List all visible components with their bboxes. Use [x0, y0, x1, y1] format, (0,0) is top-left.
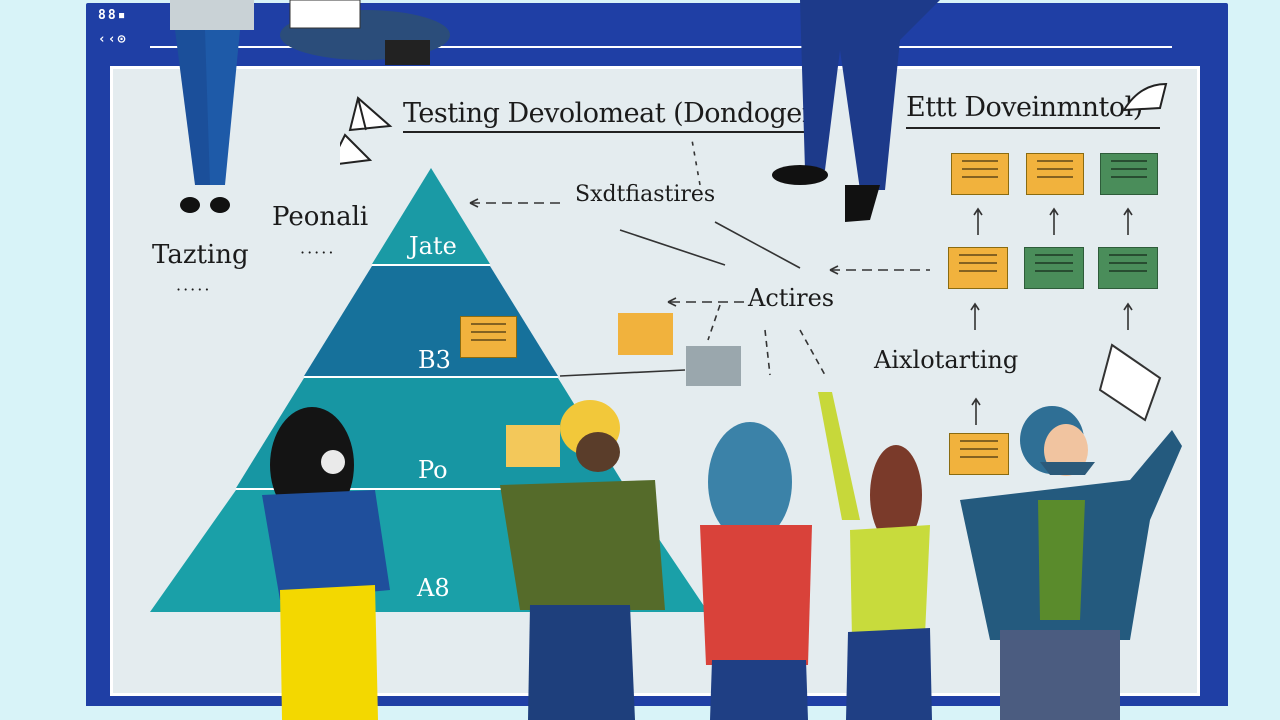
peonali-label: Peonali — [272, 202, 369, 232]
kanban-card[interactable] — [951, 153, 1009, 195]
sticky-note[interactable] — [506, 425, 560, 467]
sticky-note[interactable] — [460, 316, 517, 358]
title-bar-divider — [150, 46, 1172, 48]
left-board-title: Testing Devolomeat (Dondogert — [403, 98, 825, 133]
sitting-person-left — [170, 0, 254, 213]
kanban-card[interactable] — [948, 247, 1008, 289]
person-woman-red-shirt — [700, 422, 812, 720]
kanban-card[interactable] — [949, 433, 1009, 475]
person-illustrations — [170, 0, 1182, 720]
testing-label: Tazting — [152, 240, 249, 270]
peonali-dots: ····· — [300, 243, 336, 262]
person-man-glasses — [960, 343, 1182, 720]
kanban-arrows — [970, 207, 1133, 425]
pyramid-tier-4-label: A8 — [417, 574, 450, 602]
person-woman-pointing — [818, 392, 932, 720]
sitting-person-right — [772, 0, 940, 222]
pyramid-tier-1-label: Jate — [409, 232, 457, 260]
pyramid-tier-2-label: B3 — [418, 346, 451, 374]
pyramid-tier-3-label: Po — [418, 456, 448, 484]
person-woman-headphones — [262, 407, 390, 720]
paper-plane-icon — [1122, 82, 1168, 112]
menu-grid-icon[interactable]: 88▪ — [98, 8, 128, 23]
activities-label: Sxdtfiastires — [575, 182, 716, 207]
connector-lines — [469, 139, 930, 377]
kanban-card[interactable] — [1098, 247, 1158, 289]
sitting-person-center — [280, 0, 450, 65]
testing-dots: ····· — [176, 280, 212, 299]
right-board-title: Ettt Doveinmntol) — [906, 92, 1160, 129]
back-icon[interactable]: ‹‹⊙ — [98, 32, 128, 47]
kanban-card[interactable] — [1100, 153, 1158, 195]
kanban-card[interactable] — [1026, 153, 1084, 195]
paper-plane-icon — [340, 96, 393, 165]
person-bearded-man — [500, 400, 665, 720]
pyramid-tier-1 — [372, 168, 490, 264]
grey-card[interactable] — [686, 346, 741, 386]
automating-label: Aixlotarting — [874, 346, 1019, 374]
sticky-note[interactable] — [618, 313, 673, 355]
actires-label: Actires — [748, 284, 835, 312]
kanban-card[interactable] — [1024, 247, 1084, 289]
browser-toolbar: 88▪ ‹‹⊙ — [98, 8, 127, 48]
